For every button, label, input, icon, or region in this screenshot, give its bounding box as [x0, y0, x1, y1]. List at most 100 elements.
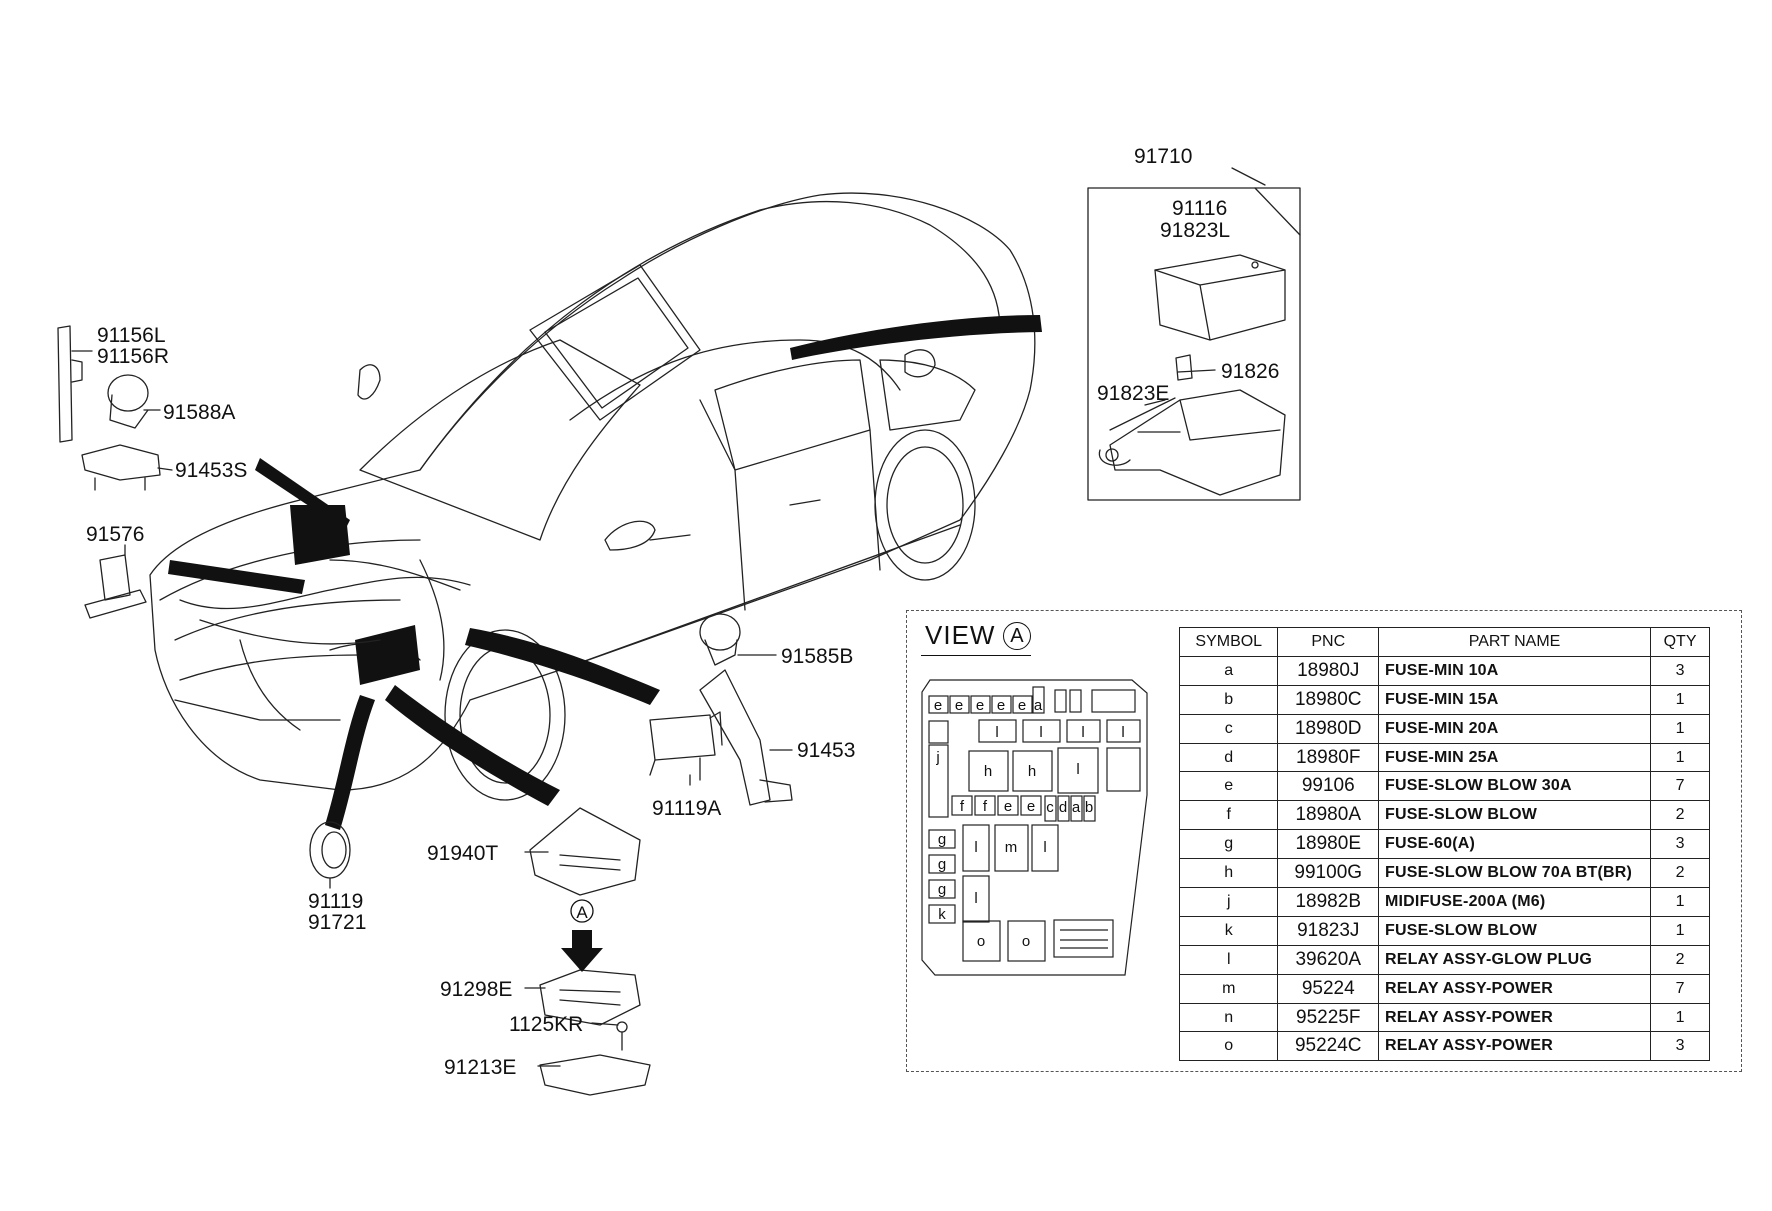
cell-d: d [1059, 799, 1067, 816]
wire-harness [168, 315, 1042, 830]
pnc-cell: 18980E [1277, 829, 1379, 860]
qty-cell: 2 [1650, 800, 1710, 831]
cell-a: a [1034, 697, 1043, 714]
symbol-cell: b [1178, 684, 1279, 715]
header-qty: QTY [1650, 627, 1710, 657]
label-91453S: 91453S [175, 459, 247, 482]
cell-e: e [934, 697, 942, 714]
view-title-text: VIEW [925, 620, 996, 650]
module-91576 [84, 554, 147, 619]
pnc-cell: 18980C [1277, 684, 1379, 715]
pnc-cell: 18982B [1277, 887, 1379, 917]
junction-box-kit [1087, 167, 1301, 501]
part-name-cell: MIDIFUSE-200A (M6) [1377, 887, 1652, 917]
cell-a: a [1072, 799, 1081, 816]
header-symbol: SYMBOL [1178, 627, 1279, 657]
part-name-cell: RELAY ASSY-POWER [1377, 973, 1652, 1004]
label-91298E: 91298E [440, 978, 512, 1001]
view-title-underline [921, 655, 1031, 656]
cell-g: g [938, 831, 946, 848]
label-1125KR: 1125KR [509, 1013, 583, 1036]
part-name-cell: FUSE-SLOW BLOW 70A BT(BR) [1377, 858, 1652, 889]
label-91823L: 91823L [1160, 219, 1230, 242]
symbol-cell: n [1178, 1002, 1279, 1033]
header-pnc: PNC [1277, 627, 1379, 657]
symbol-cell: e [1178, 771, 1279, 802]
label-91585B: 91585B [781, 645, 853, 668]
cell-m: m [1005, 839, 1018, 856]
qty-cell: 1 [1650, 1002, 1710, 1033]
symbol-cell: h [1178, 858, 1279, 889]
qty-cell: 3 [1650, 829, 1710, 860]
cell-l: l [1039, 724, 1042, 741]
symbol-cell: m [1178, 973, 1279, 1004]
label-91940T: 91940T [427, 842, 498, 865]
grommet-91119 [309, 821, 351, 879]
cell-h: h [984, 763, 992, 780]
part-name-cell: FUSE-MIN 15A [1377, 684, 1652, 715]
label-91156R: 91156R [97, 345, 169, 368]
symbol-cell: k [1178, 915, 1279, 946]
car-illustration [149, 192, 1036, 801]
cell-g: g [938, 881, 946, 898]
cell-c: c [1046, 799, 1054, 816]
cell-k: k [938, 906, 946, 923]
cell-e: e [955, 697, 963, 714]
fuse-box-letters: e e e e e a l l l l j h h l f f e e c d … [934, 697, 1125, 950]
part-name-cell: RELAY ASSY-POWER [1377, 1031, 1652, 1062]
cell-l: l [1121, 724, 1124, 741]
pnc-cell: 18980D [1277, 713, 1379, 744]
part-name-cell: FUSE-SLOW BLOW [1377, 800, 1652, 831]
label-91116: 91116 [1172, 197, 1227, 220]
circle-marker-text: A [576, 903, 588, 922]
label-91156L: 91156L [97, 324, 166, 347]
label-91588A: 91588A [163, 401, 235, 424]
cell-j: j [935, 749, 939, 766]
qty-cell: 2 [1650, 944, 1710, 975]
pnc-cell: 18980A [1277, 800, 1379, 831]
qty-cell: 1 [1650, 713, 1710, 744]
pnc-cell: 99100G [1277, 858, 1379, 889]
cell-e: e [997, 697, 1005, 714]
symbol-cell: o [1178, 1031, 1279, 1062]
module-91119A [649, 711, 723, 781]
pnc-cell: 99106 [1277, 771, 1379, 802]
cell-l: l [974, 839, 977, 856]
cell-g: g [938, 856, 946, 873]
box-91298E [539, 969, 641, 1026]
cell-o: o [1022, 933, 1030, 950]
qty-cell: 1 [1650, 684, 1710, 715]
bracket-91453S [81, 444, 161, 491]
qty-cell: 7 [1650, 973, 1710, 1004]
sensor-91588A [107, 374, 149, 429]
label-91453: 91453 [797, 739, 855, 762]
symbol-cell: f [1178, 800, 1279, 831]
pnc-cell: 95224 [1277, 973, 1379, 1004]
tray-91213E [539, 1054, 651, 1096]
symbol-cell: j [1178, 887, 1279, 917]
view-a-panel [906, 610, 1742, 1072]
sensor-91585B [699, 613, 741, 666]
cell-l: l [974, 890, 977, 907]
part-name-cell: FUSE-MIN 25A [1377, 742, 1652, 773]
part-name-cell: FUSE-MIN 10A [1377, 655, 1652, 686]
leader-lines [71, 350, 1216, 1067]
qty-cell: 1 [1650, 742, 1710, 773]
cover-91940T [529, 807, 641, 896]
pnc-cell: 95224C [1277, 1031, 1379, 1062]
pnc-cell: 18980F [1277, 742, 1379, 773]
